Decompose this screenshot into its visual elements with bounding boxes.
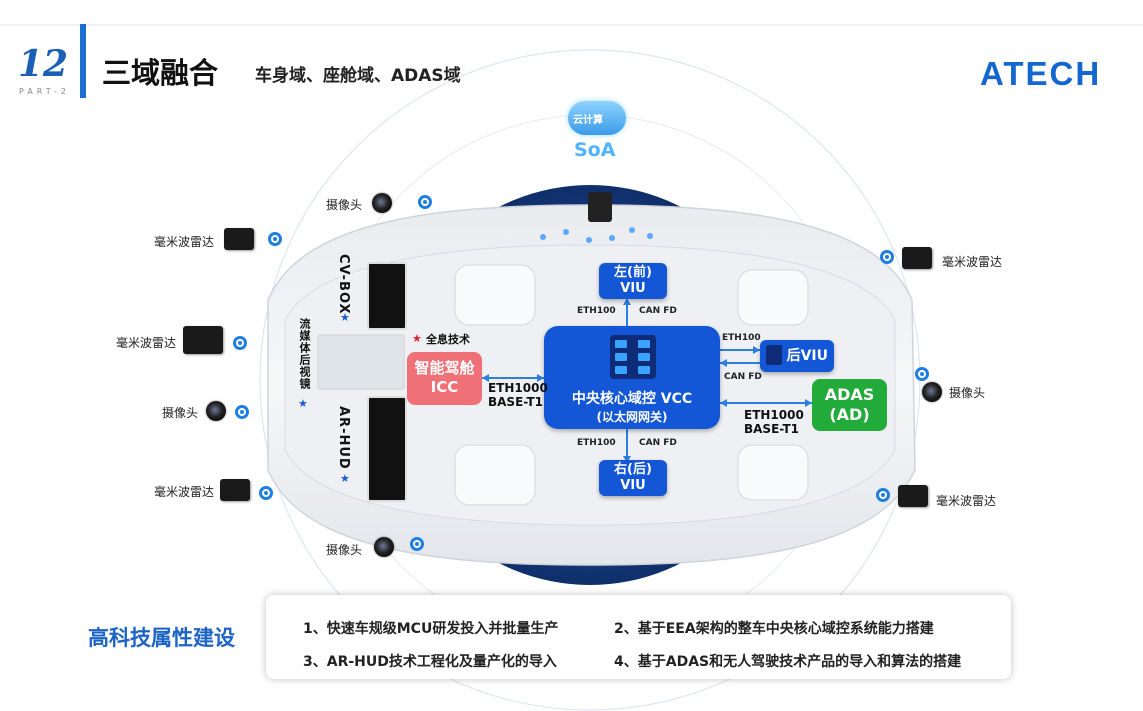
link-eth100-back: ETH100 <box>722 333 761 343</box>
viu-front-line1: 左(前) <box>614 265 652 280</box>
sensor-dot-radar-left-mid <box>233 336 247 350</box>
brand-logo: ATECH <box>980 55 1102 92</box>
camera-icon-top <box>372 193 392 213</box>
radar-label-right-bottom: 毫米波雷达 <box>936 494 997 508</box>
viu-rear-line2: VIU <box>620 478 646 493</box>
header-accent-bar <box>80 24 86 98</box>
adas-line1: ADAS <box>824 385 875 404</box>
arhud-star-icon: ★ <box>340 472 350 485</box>
radar-icon-left-top <box>224 228 254 250</box>
vcc-chip-icon <box>610 335 656 379</box>
top-divider <box>0 24 1143 26</box>
hightech-item-3: 3、AR-HUD技术工程化及量产化的导入 <box>303 654 557 670</box>
viu-back-label: 后VIU <box>786 348 828 364</box>
icc-line1: 智能驾舱 <box>414 359 475 377</box>
icc-box: 智能驾舱 ICC <box>407 352 482 405</box>
link-baset1-adas: BASE-T1 <box>744 422 800 436</box>
hightech-panel: 1、快速车规级MCU研发投入并批量生产 2、基于EEA架构的整车中央核心域控系统… <box>266 595 1011 679</box>
hightech-item-4: 4、基于ADAS和无人驾驶技术产品的导入和算法的搭建 <box>614 654 962 670</box>
sensor-dot-top <box>418 195 432 209</box>
part-label: PART-2 <box>19 87 70 96</box>
arhud-label: AR-HUD <box>336 406 351 470</box>
viu-rear-line1: 右(后) <box>614 462 652 477</box>
viu-rear-box: 右(后) VIU <box>599 460 667 496</box>
hightech-item-1: 1、快速车规级MCU研发投入并批量生产 <box>303 621 559 637</box>
radar-icon-right-top <box>902 247 932 269</box>
radar-icon-left-bottom <box>220 479 250 501</box>
camera-label-left: 摄像头 <box>162 406 199 420</box>
page-number: 12 <box>18 43 69 85</box>
stream-mirror-label: 流媒体后视镜 <box>298 318 311 390</box>
sensor-dot-left-camera <box>235 405 249 419</box>
radar-label-left-mid: 毫米波雷达 <box>116 336 177 350</box>
radar-label-left-top: 毫米波雷达 <box>154 235 215 249</box>
hightech-item-2: 2、基于EEA架构的整车中央核心域控系统能力搭建 <box>614 621 934 637</box>
radar-icon-right-bottom <box>898 485 928 507</box>
sensor-dot-bottom <box>410 537 424 551</box>
camera-icon-left <box>206 401 226 421</box>
stream-mirror-screen <box>317 334 405 390</box>
radar-icon-left-mid <box>183 326 223 354</box>
vcc-subtitle: (以太网网关) <box>596 410 668 424</box>
arhud-screen <box>367 396 407 502</box>
cvbox-star-icon: ★ <box>340 311 350 324</box>
soa-label: SoA <box>574 139 616 161</box>
cloud-icon <box>568 101 626 135</box>
holo-label: 全息技术 <box>426 333 470 346</box>
tbox-device-icon <box>588 192 612 222</box>
viu-front-box: 左(前) VIU <box>599 263 667 299</box>
camera-label-bottom: 摄像头 <box>326 543 363 557</box>
holo-star-icon: ★ <box>412 332 422 345</box>
sensor-dot-radar-left-bottom <box>259 486 273 500</box>
tbox-label: T-BOX/V2X <box>546 167 647 187</box>
camera-label-top: 摄像头 <box>326 198 363 212</box>
link-canfd-rear: CAN FD <box>639 438 677 448</box>
link-eth1000-icc: ETH1000 <box>488 381 548 395</box>
adas-line2: (AD) <box>829 405 870 424</box>
cvbox-label: CV-BOX <box>336 254 351 315</box>
link-eth100-front: ETH100 <box>577 306 616 316</box>
link-eth100-rear: ETH100 <box>577 438 616 448</box>
camera-icon-right <box>922 382 942 402</box>
hightech-heading: 高科技属性建设 <box>88 626 235 650</box>
camera-label-right: 摄像头 <box>949 386 986 400</box>
link-canfd-back: CAN FD <box>724 372 762 382</box>
sensor-dot-radar-right-bottom <box>876 488 890 502</box>
adas-box: ADAS (AD) <box>812 379 887 431</box>
radar-label-right-top: 毫米波雷达 <box>942 255 1003 269</box>
viu-front-line2: VIU <box>620 281 646 296</box>
cloud-label: 云计算 <box>573 115 603 126</box>
link-baset1-icc: BASE-T1 <box>488 395 544 409</box>
vcc-title: 中央核心域控 VCC <box>571 391 693 407</box>
viu-back-chip-icon <box>766 345 782 365</box>
page-subtitle: 车身域、座舱域、ADAS域 <box>255 66 461 86</box>
cvbox-screen <box>367 262 407 330</box>
camera-icon-bottom <box>374 537 394 557</box>
sensor-dot-radar-right-top <box>880 250 894 264</box>
icc-line2: ICC <box>430 378 459 396</box>
link-canfd-front: CAN FD <box>639 306 677 316</box>
sensor-dot-radar-left-top <box>268 232 282 246</box>
page-title: 三域融合 <box>102 56 219 90</box>
link-eth1000-adas: ETH1000 <box>744 408 804 422</box>
radar-label-left-bottom: 毫米波雷达 <box>154 485 215 499</box>
sensor-dot-right-camera <box>915 367 929 381</box>
stream-mirror-star-icon: ★ <box>298 397 308 410</box>
